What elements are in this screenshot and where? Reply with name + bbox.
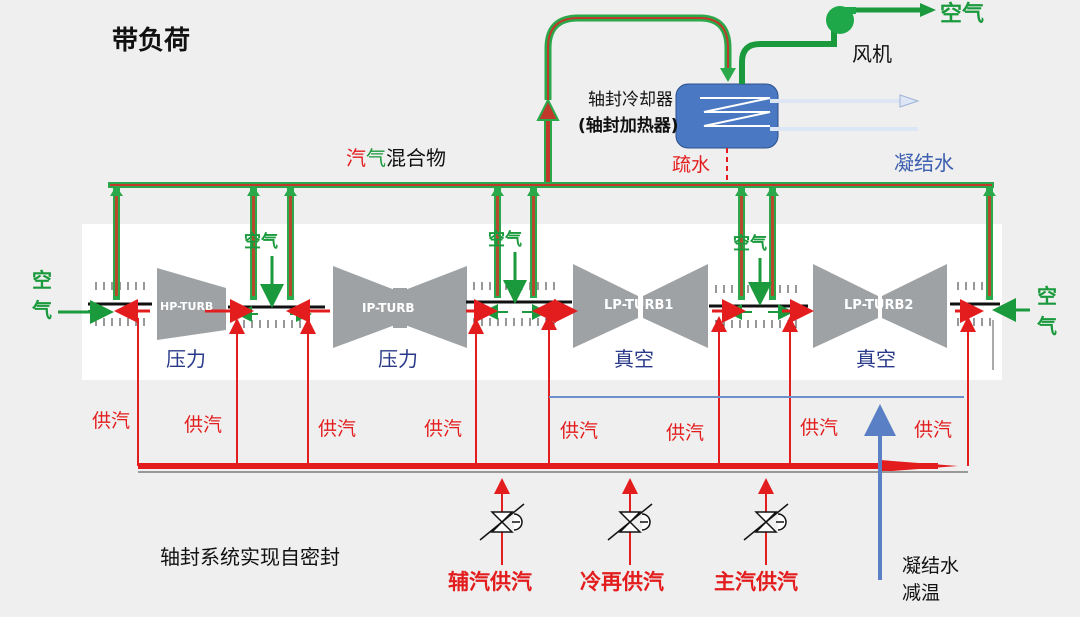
air-left-label-1: 空 [32, 268, 52, 292]
ip-turbine-label: IP-TURB [362, 301, 415, 315]
vacuum-label-lp1: 真空 [614, 347, 654, 371]
condensate-label: 凝结水 [894, 151, 954, 175]
supply-label-4: 供汽 [424, 418, 463, 440]
mixture-riser-cores [115, 196, 991, 296]
hp-turbine-casing [157, 268, 226, 340]
air-gland-label-ip-lp1: 空气 [488, 230, 522, 250]
air-gland-label-hp-ip: 空气 [244, 232, 278, 252]
lp2-casing-left [813, 264, 878, 348]
supply-label-3: 供汽 [318, 418, 357, 440]
supply-lines [137, 314, 976, 466]
riser-arrowheads [110, 186, 996, 196]
supply-label-5: 供汽 [560, 420, 599, 442]
air-left-label-2: 气 [32, 298, 52, 322]
supply-label-1: 供汽 [92, 410, 131, 432]
lp1-turbine-label: LP-TURB1 [604, 298, 674, 313]
desuperheat-label-2: 减温 [902, 582, 941, 604]
desuperheat-label-1: 凝结水 [902, 555, 960, 577]
mixture-to-cooler [536, 14, 736, 184]
supply-label-7: 供汽 [800, 417, 839, 439]
source-aux-label: 辅汽供汽 [448, 570, 532, 594]
lp1-casing-right [643, 264, 708, 348]
source-cold-reheat-label: 冷再供汽 [580, 570, 664, 594]
steam-mix-char-2: 气 [366, 146, 386, 170]
air-right-label-2: 气 [1037, 314, 1057, 338]
gland-cooler [675, 83, 779, 149]
cooler-label-2: (轴封加热器) [578, 116, 679, 136]
source-main-label: 主汽供汽 [714, 570, 798, 594]
air-exhaust-label: 空气 [940, 2, 985, 27]
desuperheat-lines [549, 320, 994, 580]
page-title: 带负荷 [112, 26, 191, 56]
lp2-casing-right [882, 264, 947, 348]
valve-cold-reheat [607, 503, 653, 541]
cooler-label-1: 轴封冷却器 [588, 90, 673, 110]
pressure-label-ip: 压力 [378, 347, 418, 371]
ip-turbine-casing-left [333, 266, 395, 348]
pressure-label-hp: 压力 [166, 347, 206, 371]
source-pipes [494, 478, 774, 565]
condensate-tubes [770, 94, 920, 131]
ip-turbine-center [393, 288, 407, 328]
fan-exhaust [739, 3, 936, 84]
ip-turbine-casing-right [405, 266, 467, 348]
air-gland-label-lp1-lp2: 空气 [733, 234, 767, 254]
steam-mix-char-1: 汽 [346, 146, 366, 170]
mixture-header [108, 182, 994, 188]
valve-main [743, 503, 789, 541]
supply-label-2: 供汽 [184, 414, 223, 436]
steam-mix-char-3: 混合物 [386, 146, 446, 170]
supply-header [138, 460, 968, 473]
vacuum-label-lp2: 真空 [856, 347, 896, 371]
air-inflows [58, 252, 1030, 324]
valve-aux [479, 503, 525, 541]
steam-mixture-label: 汽气混合物 [346, 148, 446, 168]
supply-label-6: 供汽 [666, 422, 705, 444]
drain-label: 疏水 [672, 154, 711, 176]
lp2-turbine-label: LP-TURB2 [844, 298, 914, 313]
lp1-casing-left [573, 264, 638, 348]
hp-turbine-label: HP-TURB [160, 300, 214, 313]
fan-label: 风机 [852, 42, 892, 66]
self-seal-label: 轴封系统实现自密封 [160, 545, 340, 569]
air-right-label-1: 空 [1037, 284, 1057, 308]
supply-label-8: 供汽 [914, 419, 953, 441]
